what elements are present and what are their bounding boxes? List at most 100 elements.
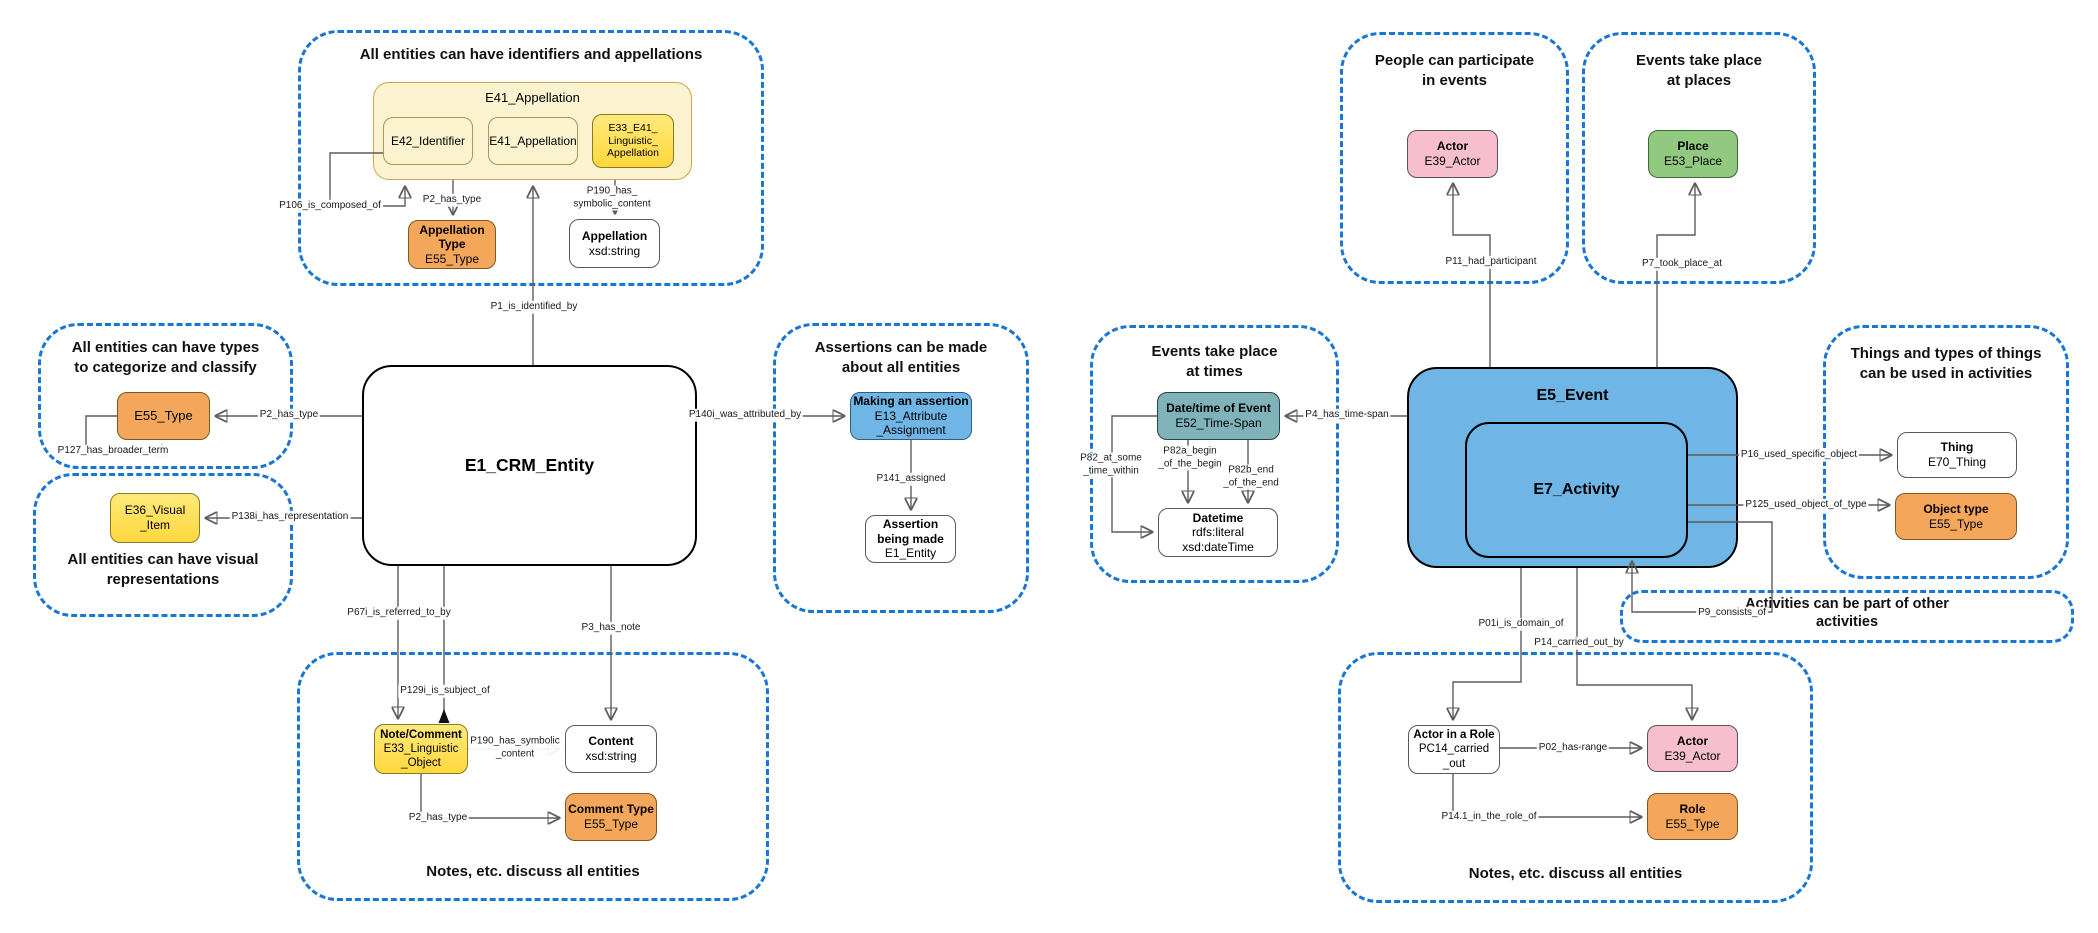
edge-label-p138i: P138i_has_representation <box>229 510 351 524</box>
edge-label-p2-entity: P2_has_type <box>257 408 321 422</box>
node-e55-type: E55_Type <box>117 392 210 440</box>
group-things: Things and types of things can be used i… <box>1823 325 2069 579</box>
node-e13-code: E13_Attribute _Assignment <box>874 408 948 438</box>
node-e36-visual-item-label: E36_Visual _Item <box>124 503 186 532</box>
node-actor-range: Actor E39_Actor <box>1647 725 1738 772</box>
node-place-label: Place <box>1677 139 1709 154</box>
edge-label-p82a: P82a_begin _of_the_begin <box>1156 445 1224 471</box>
group-notes-right: Notes, etc. discuss all entities <box>1338 652 1813 903</box>
group-places: Events take place at places <box>1582 32 1816 284</box>
group-notes-left: Notes, etc. discuss all entities <box>297 652 769 901</box>
node-content-label: Content <box>588 734 634 749</box>
node-place: Place E53_Place <box>1648 130 1738 178</box>
edge-label-p190-note: P190_has_symbolic _content <box>468 735 562 761</box>
node-e1-crm-entity-label: E1_CRM_Entity <box>464 454 595 475</box>
node-datetime: Datetime rdfs:literal xsd:dateTime <box>1158 508 1278 557</box>
node-e13-label: Making an assertion <box>853 394 969 409</box>
node-actor-in-role-label: Actor in a Role <box>1413 729 1495 742</box>
node-assertion-code: E1_Entity <box>884 546 937 561</box>
edge-label-p82: P82_at_some _time_within <box>1078 452 1144 478</box>
node-role-code: E55_Type <box>1665 816 1720 831</box>
edge-label-p140i: P140i_was_attributed_by <box>686 408 804 422</box>
edge-label-p4: P4_has_time-span <box>1303 408 1391 422</box>
group-identifiers-title: All entities can have identifiers and ap… <box>359 46 703 63</box>
edge-label-p82b: P82b_end _of_the_end <box>1221 464 1281 490</box>
edge-label-p106: P106_is_composed_of <box>277 199 383 213</box>
group-people-title: People can participate in events <box>1374 52 1535 89</box>
edge-label-p125: P125_used_object_of_type <box>1743 498 1869 512</box>
group-notes-left-title: Notes, etc. discuss all entities <box>426 863 640 881</box>
node-actor-participant-code: E39_Actor <box>1424 154 1481 168</box>
edge-label-p127: P127_has_broader_term <box>55 444 171 458</box>
edge-label-p9: P9_consists_of <box>1696 606 1768 620</box>
node-content-code: xsd:string <box>585 749 637 763</box>
node-datetime-label: Datetime <box>1192 510 1244 525</box>
edge-label-p3: P3_has_note <box>579 621 643 635</box>
edge-label-p11: P11_had_participant <box>1443 255 1539 269</box>
node-actor-in-role: Actor in a Role PC14_carried _out <box>1408 725 1500 774</box>
node-appellation-type: Appellation Type E55_Type <box>408 220 496 269</box>
edge-label-p1: P1_is_identified_by <box>488 300 580 314</box>
node-appellation-value: Appellation xsd:string <box>569 219 660 268</box>
node-object-type: Object type E55_Type <box>1895 493 2017 540</box>
node-appellation-type-label: Appellation Type <box>419 222 485 252</box>
node-e52-label: Date/time of Event <box>1166 401 1271 416</box>
node-actor-range-code: E39_Actor <box>1664 748 1721 763</box>
node-e1-crm-entity: E1_CRM_Entity <box>362 365 697 566</box>
group-activities-title: Activities can be part of other activiti… <box>1745 596 1949 631</box>
edge-label-p141: P141_assigned <box>874 472 948 486</box>
node-e55-type-label: E55_Type <box>134 408 193 424</box>
node-e13-attribute-assignment: Making an assertion E13_Attribute _Assig… <box>850 392 972 440</box>
node-e7-activity: E7_Activity <box>1465 422 1688 558</box>
group-places-title: Events take place at places <box>1636 52 1762 89</box>
node-note-comment-code: E33_Linguistic _Object <box>383 742 459 769</box>
node-comment-type: Comment Type E55_Type <box>565 793 657 841</box>
node-e52-code: E52_Time-Span <box>1175 416 1262 430</box>
edge-label-p190-appellation: P190_has_ symbolic_content <box>571 185 653 211</box>
node-e52-time-span: Date/time of Event E52_Time-Span <box>1157 392 1280 440</box>
node-role: Role E55_Type <box>1647 793 1738 840</box>
edge-label-p129i: P129i_is_subject_of <box>398 684 492 698</box>
group-types-title: All entities can have types to categoriz… <box>71 339 260 376</box>
node-object-type-code: E55_Type <box>1928 516 1984 531</box>
node-e42-identifier: E42_Identifier <box>383 117 473 165</box>
group-times-title: Events take place at times <box>1151 343 1278 380</box>
edge-label-p01i: P01i_is_domain_of <box>1476 617 1566 631</box>
node-datetime-code: rdfs:literal xsd:dateTime <box>1182 525 1254 554</box>
edge-label-p14: P14_carried_out_by <box>1532 636 1626 650</box>
group-identifiers: All entities can have identifiers and ap… <box>298 30 764 286</box>
node-e33-e41-label: E33_E41_ Linguistic_ Appellation <box>607 121 659 160</box>
node-object-type-label: Object type <box>1923 501 1989 516</box>
node-place-code: E53_Place <box>1663 154 1723 168</box>
node-note-comment-label: Note/Comment <box>380 728 462 741</box>
node-actor-range-label: Actor <box>1676 733 1709 748</box>
node-e41-appellation-label: E41_Appellation <box>489 133 577 148</box>
node-role-label: Role <box>1679 801 1706 816</box>
node-thing: Thing E70_Thing <box>1897 432 2017 478</box>
group-notes-right-title: Notes, etc. discuss all entities <box>1468 865 1683 883</box>
node-appellation-value-label: Appellation <box>581 228 648 243</box>
node-assertion-label: Assertion being made <box>877 517 944 546</box>
node-e7-activity-label: E7_Activity <box>1533 481 1620 499</box>
node-actor-participant: Actor E39_Actor <box>1407 130 1498 178</box>
node-actor-in-role-code: PC14_carried _out <box>1418 743 1490 770</box>
group-visual: All entities can have visual representat… <box>33 473 293 617</box>
node-e36-visual-item: E36_Visual _Item <box>110 493 200 543</box>
node-e5-event-label: E5_Event <box>1536 387 1609 404</box>
node-e41-appellation-group-label: E41_Appellation <box>485 90 580 105</box>
edge-label-p7: P7_took_place_at <box>1639 257 1725 271</box>
edge-label-p16: P16_used_specific_object <box>1738 448 1860 462</box>
edge-label-p2-note: P2_has_type <box>406 811 470 825</box>
node-e41-appellation: E41_Appellation <box>488 117 578 165</box>
edge-label-p14-1: P14.1_in_the_role_of <box>1439 810 1539 824</box>
node-content: Content xsd:string <box>565 725 657 773</box>
node-e42-identifier-label: E42_Identifier <box>390 133 466 148</box>
edge-label-p2-appellation: P2_has_type <box>420 193 484 207</box>
group-visual-title: All entities can have visual representat… <box>67 551 259 588</box>
group-people: People can participate in events <box>1340 32 1569 284</box>
edge-label-p02: P02_has-range <box>1536 741 1610 755</box>
node-thing-code: E70_Thing <box>1927 455 1987 469</box>
node-e33-e41-linguistic-appellation: E33_E41_ Linguistic_ Appellation <box>592 114 674 168</box>
node-comment-type-label: Comment Type <box>568 802 654 817</box>
